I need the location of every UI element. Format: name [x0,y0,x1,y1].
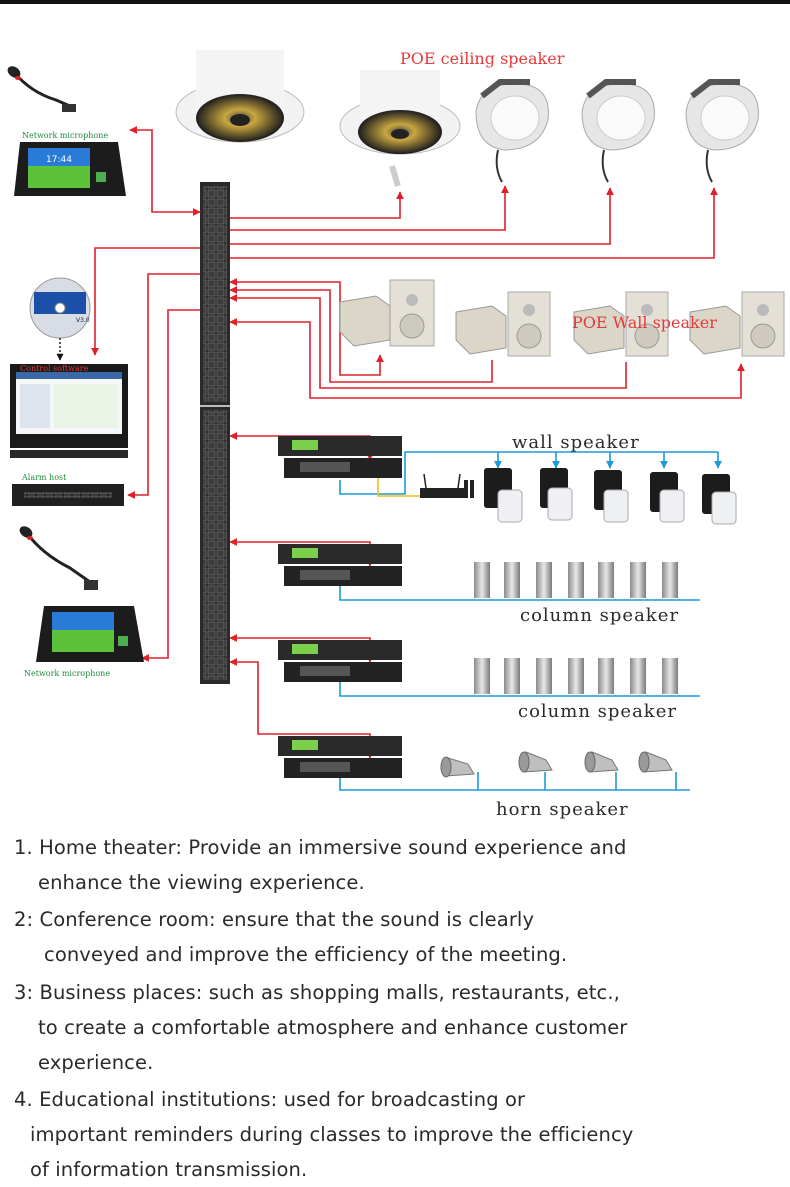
label-network-microphone-bottom: Network microphone [24,669,110,678]
use-case-1-line-1: 1. Home theater: Provide an immersive so… [14,836,627,859]
audio-lines [339,451,722,791]
use-case-3-line-1: 3: Business places: such as shopping mal… [14,981,620,1004]
poe-wall-speaker-3 [573,291,669,357]
ceiling-speaker-2 [339,70,461,187]
top-border [0,0,790,4]
label-wall-speaker: wall speaker [512,432,640,453]
column-speakers-row-1 [474,562,678,598]
cd-version-label: V3.0 [76,317,90,324]
control-software-pc [10,364,128,458]
label-control-software: Control software [20,364,89,373]
amplifier-4 [278,736,402,778]
use-case-4-line-2: important reminders during classes to im… [30,1123,634,1146]
label-poe-ceiling-speaker: POE ceiling speaker [400,49,565,68]
amplifier-1 [278,436,402,478]
label-alarm-host: Alarm host [21,473,67,482]
poe-wall-speaker-2 [455,291,551,357]
label-network-microphone-top: Network microphone [22,131,108,140]
label-column-speaker-2: column speaker [518,701,677,722]
column-speakers-row-2 [474,658,678,694]
use-case-3-line-3: experience. [38,1051,154,1074]
wireless-mic-receiver [420,473,474,498]
amplifier-3 [278,640,402,682]
ceiling-speaker-4 [581,79,655,183]
use-case-2-line-1: 2: Conference room: ensure that the soun… [14,908,535,931]
signal-lines [91,126,745,759]
system-diagram: 17:44 Network microphone V3.0 Control so… [7,49,785,820]
use-case-3-line-2: to create a comfortable atmosphere and e… [38,1016,628,1039]
wireless-mic-line [377,474,420,497]
software-disc-icon: V3.0 [29,277,91,339]
alarm-host [12,484,124,506]
ceiling-speaker-5 [685,79,759,183]
ceiling-speaker-1 [175,50,305,143]
poe-switch [200,182,230,684]
wall-speakers-row [484,468,737,525]
label-column-speaker-1: column speaker [520,605,679,626]
label-horn-speaker: horn speaker [496,799,629,820]
network-microphone-top: 17:44 [7,66,126,196]
poe-wall-speaker-1 [339,279,435,347]
network-microphone-bottom [19,526,144,662]
amplifier-2 [278,544,402,586]
use-case-4-line-3: of information transmission. [30,1158,308,1181]
poe-wall-speaker-4 [689,291,785,357]
use-case-2-line-2: conveyed and improve the efficiency of t… [44,943,568,966]
mic-screen-time: 17:44 [46,155,72,165]
use-case-4-line-1: 4. Educational institutions: used for br… [14,1088,526,1111]
label-poe-wall-speaker: POE Wall speaker [572,313,717,332]
horn-speakers-row [440,751,673,778]
ceiling-speaker-3 [475,79,549,183]
use-case-1-line-2: enhance the viewing experience. [38,871,365,894]
